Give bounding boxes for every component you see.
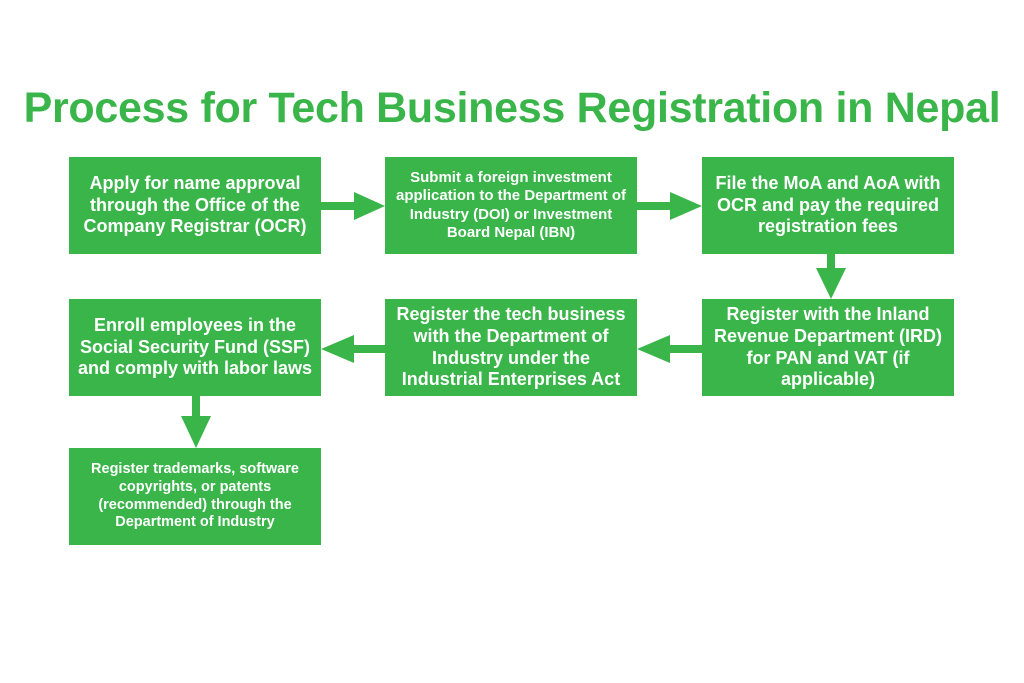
step-7-box: Register trademarks, software copyrights… bbox=[69, 448, 321, 545]
arrow-step4-to-step5 bbox=[637, 335, 702, 363]
step-3-box: File the MoA and AoA with OCR and pay th… bbox=[702, 157, 954, 254]
step-6-box: Enroll employees in the Social Security … bbox=[69, 299, 321, 396]
arrow-step2-to-step3 bbox=[637, 192, 702, 220]
step-4-box: Register with the Inland Revenue Departm… bbox=[702, 299, 954, 396]
arrow-step1-to-step2 bbox=[321, 192, 385, 220]
step-2-box: Submit a foreign investment application … bbox=[385, 157, 637, 254]
arrow-step3-to-step4 bbox=[816, 254, 846, 299]
arrow-step6-to-step7 bbox=[181, 396, 211, 448]
step-5-box: Register the tech business with the Depa… bbox=[385, 299, 637, 396]
arrow-step5-to-step6 bbox=[321, 335, 385, 363]
diagram-title: Process for Tech Business Registration i… bbox=[23, 84, 1001, 132]
step-1-box: Apply for name approval through the Offi… bbox=[69, 157, 321, 254]
